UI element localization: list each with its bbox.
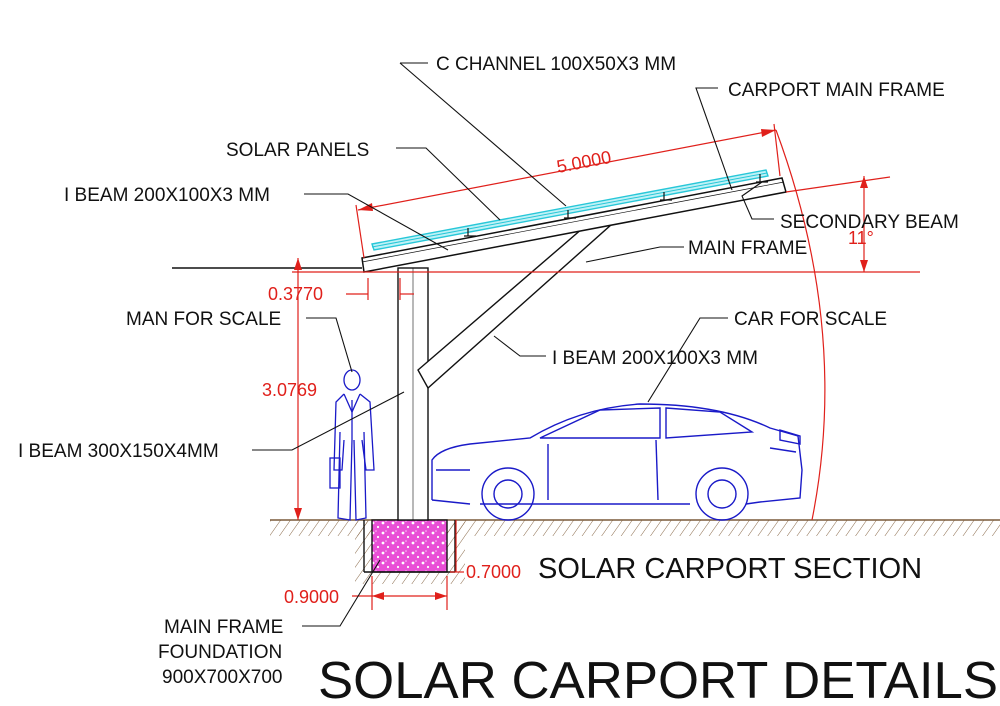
leader-lines: [252, 62, 774, 627]
dim-column-height: 3.0769: [262, 380, 317, 400]
solar-panels: [371, 169, 769, 251]
main-title: SOLAR CARPORT DETAILS: [318, 652, 998, 706]
label-i-beam-column: I BEAM 300X150X4MM: [18, 441, 219, 462]
label-car-for-scale: CAR FOR SCALE: [734, 309, 887, 330]
foundation-width-dimension: [352, 576, 448, 610]
dim-rafter-length: 5.0000: [555, 147, 613, 177]
label-carport-main-frame: CARPORT MAIN FRAME: [728, 80, 945, 101]
label-foundation-line3: 900X700X700: [162, 667, 282, 688]
angle-reference-line: [785, 176, 891, 193]
overhang-dimension: [346, 278, 414, 300]
label-c-channel: C CHANNEL 100X50X3 MM: [436, 54, 676, 75]
main-column: [397, 267, 429, 521]
foundation: [363, 519, 456, 573]
dim-overhang: 0.3770: [268, 284, 323, 304]
label-solar-panels: SOLAR PANELS: [226, 140, 369, 161]
angle-dimension: [860, 176, 868, 272]
label-man-for-scale: MAN FOR SCALE: [126, 309, 281, 330]
car-for-scale: [431, 403, 803, 521]
label-i-beam-brace: I BEAM 200X100X3 MM: [552, 348, 758, 369]
section-title: SOLAR CARPORT SECTION: [538, 553, 922, 585]
label-foundation-line1: MAIN FRAME: [164, 617, 283, 638]
man-for-scale: [329, 369, 375, 521]
c-channel-purlins: [464, 174, 768, 237]
rafter-swing-arc: [775, 129, 826, 521]
label-secondary-beam: SECONDARY BEAM: [780, 212, 959, 233]
column-height-dimension: [294, 258, 302, 520]
label-i-beam-top: I BEAM 200X100X3 MM: [64, 185, 270, 206]
dim-foundation-width: 0.9000: [284, 587, 339, 607]
foundation-depth-dimension: [450, 520, 464, 573]
dim-foundation-depth: 0.7000: [466, 562, 521, 582]
dim-angle: 11°: [848, 228, 874, 248]
label-foundation-line2: FOUNDATION: [158, 642, 282, 663]
label-main-frame: MAIN FRAME: [688, 238, 807, 259]
rafter-length-dimension: [355, 123, 781, 259]
